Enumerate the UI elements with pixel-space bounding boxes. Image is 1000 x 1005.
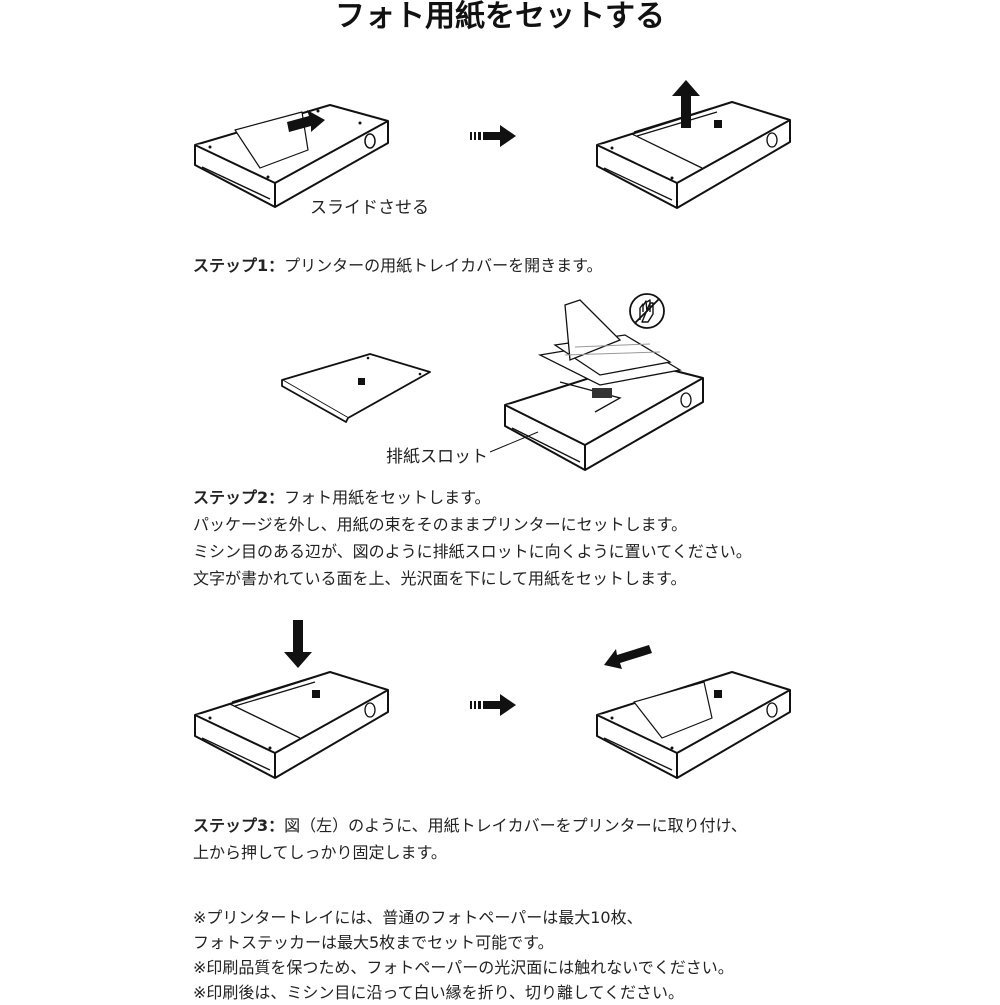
step2-line-1: パッケージを外し、用紙の束をそのままプリンターにセットします。 xyxy=(193,515,688,534)
down-arrow-icon xyxy=(284,620,312,668)
printer-illustration-cover-closed xyxy=(194,104,389,208)
note-line: ※印刷後は、ミシン目に沿って白い縁を折り、切り離してください。 xyxy=(193,983,685,1002)
step1-text: プリンターの用紙トレイカバーを開きます。 xyxy=(284,256,603,275)
step3-text: 図（左）のように、用紙トレイカバーをプリンターに取り付け、 xyxy=(284,816,747,835)
step3-label: ステップ3： xyxy=(193,816,285,835)
step2-line-2: ミシン目のある辺が、図のように排紙スロットに向くように置いてください。 xyxy=(193,542,752,561)
step2-text: フォト用紙をセットします。 xyxy=(284,488,491,507)
printer-illustration-cover-open xyxy=(596,101,791,209)
direction-arrow-icon xyxy=(287,110,325,132)
note-line: ※印刷品質を保つため、フォトペーパーの光沢面には触れないでください。 xyxy=(193,958,734,977)
note-line: ※プリンタートレイには、普通のフォトペーパーは最大10枚、 xyxy=(193,908,643,927)
slide-caption: スライドさせる xyxy=(310,198,429,218)
printer-illustration-attach-cover xyxy=(194,671,389,779)
step3-instruction: ステップ3：図（左）のように、用紙トレイカバーをプリンターに取り付け、 xyxy=(193,812,747,839)
next-step-arrow-icon xyxy=(470,694,516,716)
step3-line-2: 上から押してしっかり固定します。 xyxy=(193,843,447,862)
tray-cover-illustration xyxy=(281,353,431,423)
up-arrow-icon xyxy=(672,80,700,128)
direction-arrow-icon xyxy=(604,645,652,669)
printer-illustration-closed-final xyxy=(596,671,791,779)
step2-line-3: 文字が書かれている面を上、光沢面を下にして用紙をセットします。 xyxy=(193,569,687,588)
printer-with-paper-illustration xyxy=(504,299,704,471)
note-line: フォトステッカーは最大5枚までセット可能です。 xyxy=(193,933,554,952)
slot-caption: 排紙スロット xyxy=(386,447,488,467)
notes-block: ※プリンタートレイには、普通のフォトペーパーは最大10枚、 フォトステッカーは最… xyxy=(193,905,734,1005)
page-title: フォト用紙をセットする xyxy=(335,0,665,34)
step1-label: ステップ1： xyxy=(193,256,285,275)
step2-instruction: ステップ2：フォト用紙をセットします。 xyxy=(193,484,491,511)
step1-instruction: ステップ1：プリンターの用紙トレイカバーを開きます。 xyxy=(193,252,603,279)
slot-pointer-line xyxy=(489,431,539,453)
next-step-arrow-icon xyxy=(470,125,516,147)
step2-label: ステップ2： xyxy=(193,488,285,507)
no-touch-hand-icon xyxy=(629,293,665,329)
